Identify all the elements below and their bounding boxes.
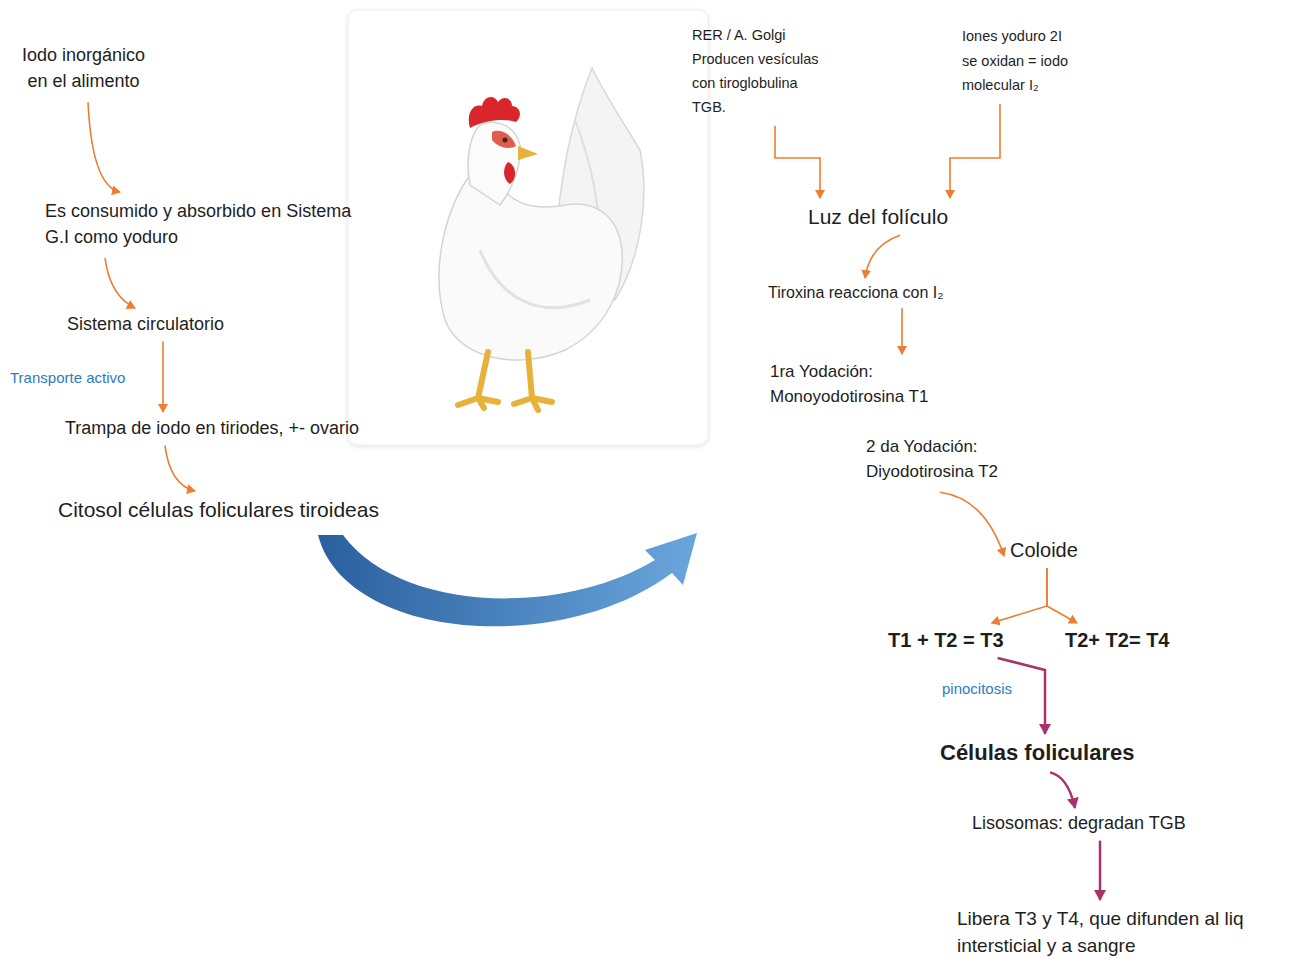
flow-step: Iodo inorgánico en el alimento xyxy=(16,42,151,94)
step-text: Coloide xyxy=(1010,538,1078,562)
step-text: 2 da Yodación: Diyodotirosina T2 xyxy=(866,435,1041,484)
flow-arrow xyxy=(88,102,120,192)
flow-arrow xyxy=(1050,772,1075,808)
flow-step: Lisosomas: degradan TGB xyxy=(972,813,1186,835)
step-text: Iodo inorgánico en el alimento xyxy=(16,42,151,94)
flow-arrow xyxy=(1099,841,1102,900)
flow-step: Trampa de iodo en tiriodes, +- ovario xyxy=(65,418,359,440)
flow-arrow xyxy=(865,235,900,278)
flow-step: Células foliculares xyxy=(940,740,1134,766)
flow-step: 1ra Yodación: Monoyodotirosina T1 xyxy=(770,360,955,409)
flow-arrow xyxy=(162,342,164,412)
hen-face xyxy=(492,131,516,148)
step-text: Es consumido y absorbido en Sistema G.I … xyxy=(45,198,365,250)
flow-step: Tiroxina reacciona con I₂ xyxy=(768,283,943,302)
picture-frame xyxy=(348,10,708,445)
step-text: Iones yoduro 2I se oxidan = iodo molecul… xyxy=(962,24,1077,98)
edge-label: Transporte activo xyxy=(8,369,127,386)
flow-step: Luz del folículo xyxy=(808,204,948,229)
flow-arrow xyxy=(775,126,820,198)
flow-arrow xyxy=(950,104,1000,198)
step-text: Citosol células foliculares tiroideas xyxy=(58,497,379,522)
flow-step: Coloide xyxy=(1010,538,1078,562)
step-text: T2+ T2= T4 xyxy=(1065,628,1170,652)
edge-label: pinocitosis xyxy=(940,680,1014,697)
flow-step: Es consumido y absorbido en Sistema G.I … xyxy=(45,198,365,250)
step-text: Trampa de iodo en tiriodes, +- ovario xyxy=(65,418,359,440)
step-text: Lisosomas: degradan TGB xyxy=(972,813,1186,835)
transition-arrow xyxy=(318,533,697,626)
step-text: RER / A. Golgi Producen vesículas con ti… xyxy=(692,24,832,120)
step-text: T1 + T2 = T3 xyxy=(888,628,1004,652)
flow-arrow xyxy=(940,492,1004,556)
flow-step: Libera T3 y T4, que difunden al liq inte… xyxy=(957,906,1302,959)
step-text: Tiroxina reacciona con I₂ xyxy=(768,283,943,302)
flow-arrow xyxy=(992,568,1047,623)
flow-arrow xyxy=(105,258,135,308)
flow-arrow xyxy=(1047,568,1077,623)
step-text: Sistema circulatorio xyxy=(67,314,224,336)
flow-arrow xyxy=(901,308,903,354)
hen-body xyxy=(439,175,622,360)
step-text: Libera T3 y T4, que difunden al liq inte… xyxy=(957,906,1302,959)
flow-step: RER / A. Golgi Producen vesículas con ti… xyxy=(692,24,832,120)
hen-beak xyxy=(518,146,538,160)
hen-wattle xyxy=(504,162,515,184)
flow-step: Iones yoduro 2I se oxidan = iodo molecul… xyxy=(962,24,1077,98)
hen-legs xyxy=(458,352,552,410)
hen-comb xyxy=(469,97,520,128)
hen-picture xyxy=(348,10,708,445)
hen-wing xyxy=(480,250,590,308)
hen-neck xyxy=(468,122,520,205)
step-text: 1ra Yodación: Monoyodotirosina T1 xyxy=(770,360,955,409)
step-text: Luz del folículo xyxy=(808,204,948,229)
flow-step: Sistema circulatorio xyxy=(67,314,224,336)
flow-step: Citosol células foliculares tiroideas xyxy=(58,497,379,522)
hen-eye xyxy=(503,138,508,143)
step-text: Células foliculares xyxy=(940,740,1134,766)
flow-step: 2 da Yodación: Diyodotirosina T2 xyxy=(866,435,1041,484)
flow-step: T1 + T2 = T3 xyxy=(888,628,1004,652)
flow-arrow xyxy=(165,446,195,491)
flow-step: T2+ T2= T4 xyxy=(1065,628,1170,652)
